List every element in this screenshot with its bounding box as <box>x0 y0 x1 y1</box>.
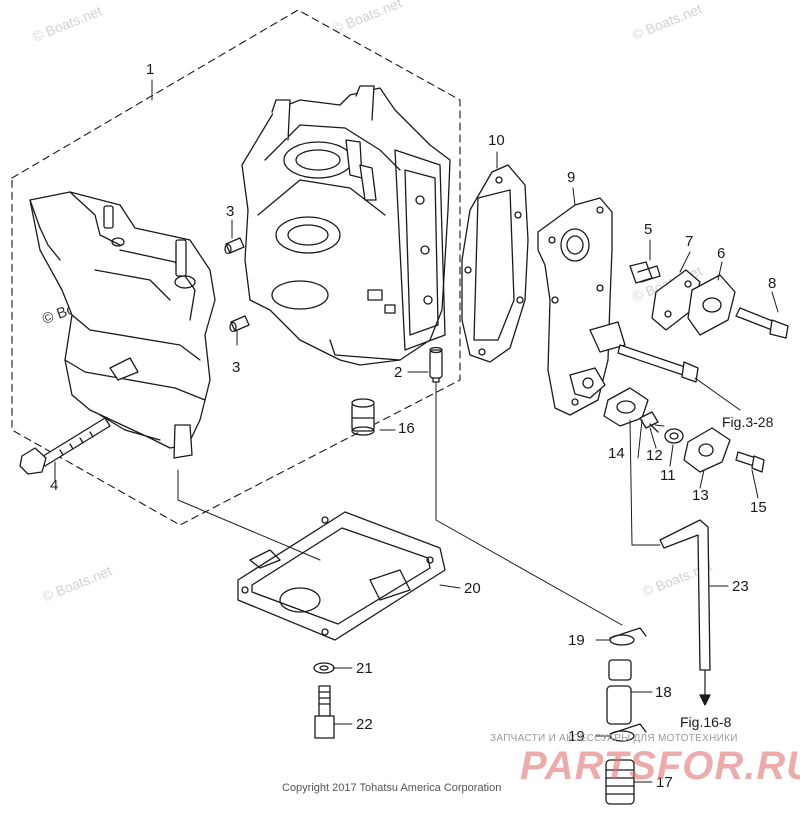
callout-9: 9 <box>567 169 576 186</box>
assembly-boundary <box>11 9 461 526</box>
callout-11: 11 <box>660 467 676 484</box>
callout-14: 14 <box>608 445 625 462</box>
callout-3: 3 <box>232 359 241 376</box>
pipe-bolt <box>617 344 699 383</box>
leader-lines <box>54 79 779 783</box>
cover-plate <box>683 427 731 473</box>
pin <box>429 346 443 383</box>
callout-21: 21 <box>356 660 373 677</box>
dowel-pin <box>229 315 250 333</box>
water-hose <box>659 519 711 671</box>
figure-reference: Fig.16-8 <box>680 714 732 730</box>
callout-18: 18 <box>655 684 672 701</box>
callout-6: 6 <box>717 245 726 262</box>
callout-20: 20 <box>464 580 481 597</box>
cylinder-block <box>241 85 451 366</box>
shop-logo: PARTSFOR.RU <box>520 744 800 788</box>
callout-3: 3 <box>226 203 235 220</box>
callout-10: 10 <box>488 132 505 149</box>
hose-clamp <box>609 723 647 742</box>
washer <box>664 428 684 444</box>
callout-8: 8 <box>768 275 777 292</box>
base-gasket <box>237 511 446 641</box>
base-bolt <box>314 685 335 739</box>
plate-bolt <box>735 451 765 473</box>
bolt-washer <box>313 662 335 674</box>
callout-22: 22 <box>356 716 373 733</box>
hose-arrowhead <box>699 694 711 706</box>
callout-13: 13 <box>692 487 709 504</box>
drain-plug <box>629 261 661 284</box>
crankcase-cover <box>537 197 626 416</box>
callout-19: 19 <box>568 728 585 745</box>
callout-15: 15 <box>750 499 767 516</box>
fuel-hose <box>606 659 632 725</box>
callout-2: 2 <box>394 364 403 381</box>
callout-1: 1 <box>146 61 155 78</box>
callout-23: 23 <box>732 578 749 595</box>
callout-12: 12 <box>646 447 663 464</box>
routing-lines <box>177 381 661 626</box>
plug <box>351 398 375 436</box>
crankcase-left <box>29 191 216 459</box>
callout-5: 5 <box>644 221 653 238</box>
shop-caption: ЗАПЧАСТИ И АКСЕССУАРЫ ДЛЯ МОТОТЕХНИКИ <box>490 733 738 744</box>
dowel-pin <box>224 237 245 255</box>
hose-clamp <box>609 627 647 646</box>
figure-reference: Fig.3-28 <box>722 414 774 430</box>
crankcase-bolt <box>19 417 111 475</box>
callout-19: 19 <box>568 632 585 649</box>
callout-4: 4 <box>50 477 59 494</box>
callout-16: 16 <box>398 420 415 437</box>
small-bolt <box>639 411 659 433</box>
copyright-notice: Copyright 2017 Tohatsu America Corporati… <box>282 782 502 794</box>
housing-bolt <box>735 307 789 339</box>
flange-gasket <box>603 387 649 427</box>
callout-7: 7 <box>685 233 694 250</box>
thermostat-housing <box>687 274 736 336</box>
callout-17: 17 <box>656 774 673 791</box>
cover-gasket <box>461 164 529 363</box>
